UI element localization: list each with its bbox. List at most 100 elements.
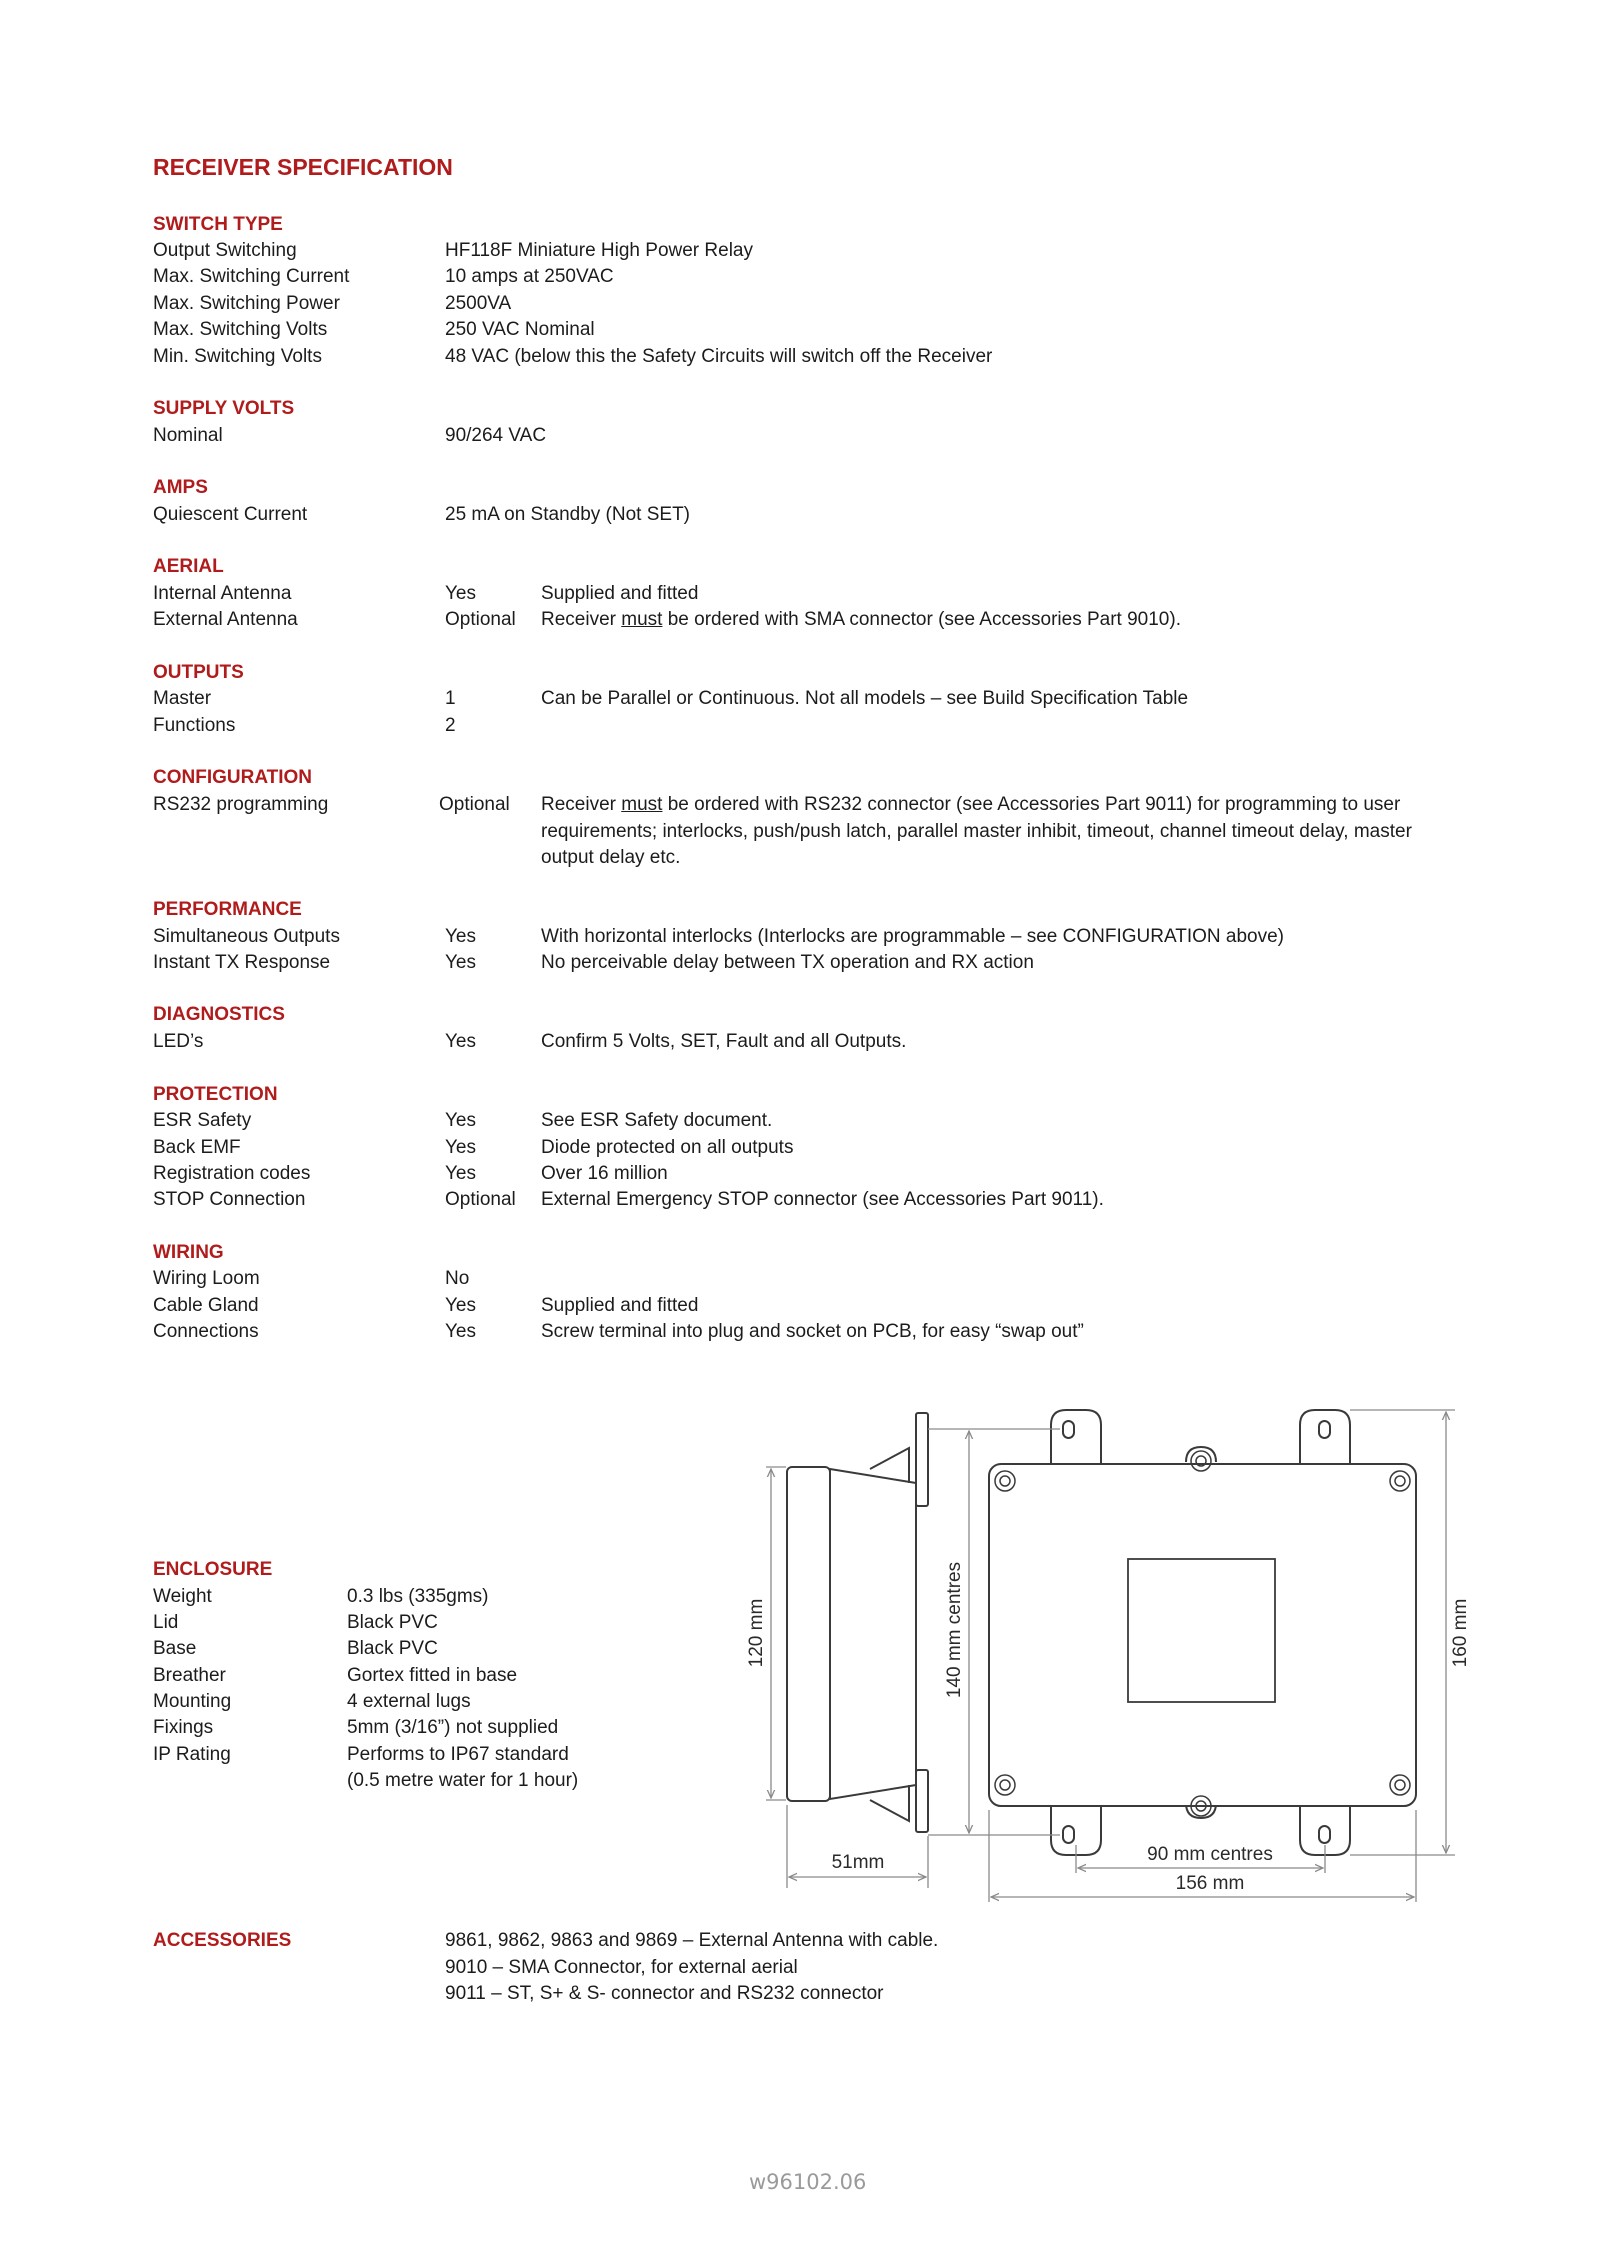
spec-value: Gortex fitted in base (347, 1665, 518, 1686)
spec-label: Max. Switching Power (153, 293, 340, 314)
accessory-item: 9010 – SMA Connector, for external aeria… (445, 1957, 798, 1978)
section-heading-wiring: WIRING (153, 1242, 224, 1263)
section-heading-aerial: AERIAL (153, 556, 224, 577)
spec-value: Optional (445, 1189, 516, 1210)
spec-value: 1 (445, 688, 456, 709)
side-lid (786, 1466, 831, 1802)
lug-hole (1318, 1825, 1331, 1844)
section-heading-enclosure: ENCLOSURE (153, 1559, 273, 1580)
spec-value: 250 VAC Nominal (445, 319, 595, 340)
spec-label: IP Rating (153, 1744, 231, 1765)
dim-label-overall-height: 160 mm (1450, 1599, 1470, 1668)
section-heading-performance: PERFORMANCE (153, 899, 302, 920)
screw-center (1195, 1800, 1207, 1812)
spec-label: Mounting (153, 1691, 232, 1712)
screw (1389, 1774, 1411, 1796)
screw-center (1394, 1475, 1406, 1487)
spec-label: Registration codes (153, 1163, 311, 1184)
label-panel (1127, 1558, 1276, 1703)
spec-label: STOP Connection (153, 1189, 306, 1210)
spec-label: Lid (153, 1612, 179, 1633)
spec-label: Weight (153, 1586, 212, 1607)
dim-label-width: 156 mm (1176, 1873, 1245, 1894)
spec-note: No perceivable delay between TX operatio… (541, 952, 1034, 973)
section-heading-protection: PROTECTION (153, 1084, 278, 1105)
screw-center (999, 1475, 1011, 1487)
screw (1190, 1795, 1212, 1817)
spec-label: External Antenna (153, 609, 298, 630)
side-top-lug (869, 1446, 910, 1483)
spec-label: Min. Switching Volts (153, 346, 322, 367)
spec-value: Yes (445, 926, 476, 947)
spec-label: Simultaneous Outputs (153, 926, 340, 947)
spec-note: Over 16 million (541, 1163, 668, 1184)
section-heading-amps: AMPS (153, 477, 208, 498)
spec-label: Internal Antenna (153, 583, 292, 604)
spec-label: LED’s (153, 1031, 204, 1052)
spec-note: Can be Parallel or Continuous. Not all m… (541, 688, 1189, 709)
dim-label-depth: 51mm (832, 1852, 885, 1873)
section-heading-supply-volts: SUPPLY VOLTS (153, 398, 295, 419)
page-title: RECEIVER SPECIFICATION (153, 154, 453, 180)
spec-note: See ESR Safety document. (541, 1110, 773, 1131)
spec-label: Master (153, 688, 212, 709)
spec-note: Screw terminal into plug and socket on P… (541, 1321, 1084, 1342)
enclosure-dimension-diagram: 120 mm 51mm 140 mm centres 160 mm 90 mm … (746, 1409, 1470, 1902)
spec-label: Output Switching (153, 240, 297, 261)
spec-label: Nominal (153, 425, 223, 446)
side-bottom-lug (869, 1785, 910, 1823)
side-mount-top (915, 1412, 929, 1507)
side-mount-bottom (915, 1769, 929, 1833)
enclosure-front-view (988, 1409, 1417, 1856)
spec-value: 48 VAC (below this the Safety Circuits w… (445, 346, 993, 367)
spec-value: (0.5 metre water for 1 hour) (347, 1770, 579, 1791)
lug-top-left (1050, 1409, 1102, 1465)
screw (1389, 1470, 1411, 1492)
screw-group (994, 1450, 1411, 1817)
screw (994, 1774, 1016, 1796)
lug-hole (1062, 1825, 1075, 1844)
side-base (829, 1467, 917, 1801)
spec-value: 5mm (3/16”) not supplied (347, 1717, 559, 1738)
spec-value: Performs to IP67 standard (347, 1744, 569, 1765)
screw (1190, 1450, 1212, 1472)
spec-note: Receiver must be ordered with RS232 conn… (541, 794, 1412, 868)
spec-value: Black PVC (347, 1638, 438, 1659)
lug-hole (1318, 1420, 1331, 1439)
spec-note: Supplied and fitted (541, 583, 699, 604)
spec-label: Wiring Loom (153, 1268, 260, 1289)
accessory-item: 9861, 9862, 9863 and 9869 – External Ant… (445, 1930, 939, 1951)
dim-label-height: 120 mm (746, 1599, 767, 1668)
screw-center (1394, 1779, 1406, 1791)
spec-value: Yes (445, 583, 476, 604)
spec-value: 90/264 VAC (445, 425, 547, 446)
spec-value: HF118F Miniature High Power Relay (445, 240, 753, 261)
spec-label: Functions (153, 715, 236, 736)
section-heading-configuration: CONFIGURATION (153, 767, 313, 788)
spec-value: 2500VA (445, 293, 512, 314)
spec-note: Supplied and fitted (541, 1295, 699, 1316)
dimension-lines (766, 1409, 1455, 1902)
spec-value: 25 mA on Standby (Not SET) (445, 504, 691, 525)
spec-label: ESR Safety (153, 1110, 252, 1131)
spec-value: Yes (445, 1163, 476, 1184)
spec-value: Black PVC (347, 1612, 438, 1633)
spec-value: Yes (445, 1110, 476, 1131)
section-heading-diagnostics: DIAGNOSTICS (153, 1004, 285, 1025)
spec-label: Max. Switching Volts (153, 319, 328, 340)
spec-note: Receiver must be ordered with SMA connec… (541, 609, 1181, 630)
spec-label: Max. Switching Current (153, 266, 350, 287)
screw-center (1195, 1455, 1207, 1467)
spec-value: 0.3 lbs (335gms) (347, 1586, 489, 1607)
spec-note: Diode protected on all outputs (541, 1137, 794, 1158)
spec-value: Yes (445, 1295, 476, 1316)
spec-label: Fixings (153, 1717, 214, 1738)
screw (994, 1470, 1016, 1492)
spec-label: Instant TX Response (153, 952, 331, 973)
document-reference: w96102.06 (749, 2170, 867, 2194)
spec-value: 2 (445, 715, 456, 736)
spec-label: Back EMF (153, 1137, 241, 1158)
spec-label: Quiescent Current (153, 504, 308, 525)
spec-value: Yes (445, 1137, 476, 1158)
spec-label: Base (153, 1638, 197, 1659)
